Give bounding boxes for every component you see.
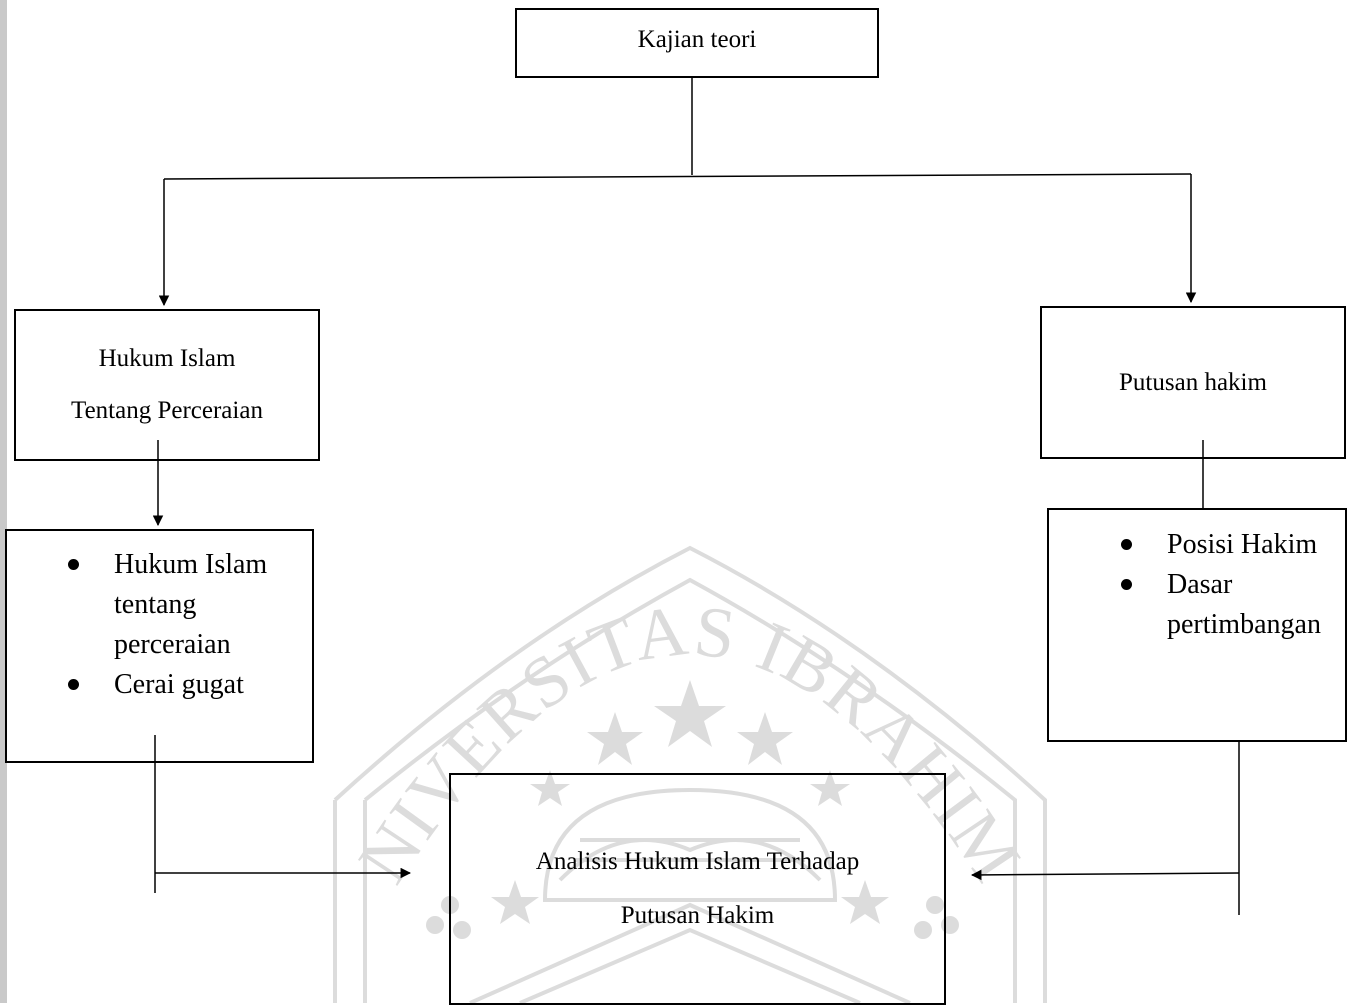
putusan-hakim-box: Putusan hakim [1040, 306, 1346, 459]
right-list-box: Posisi Hakim Dasar pertimbangan [1047, 508, 1347, 742]
putusan-hakim-label: Putusan hakim [1119, 368, 1267, 396]
hukum-islam-line2: Tentang Perceraian [71, 397, 263, 424]
left-list-item: Hukum Islam tentang perceraian [54, 545, 284, 665]
right-list-item: Dasar pertimbangan [1107, 565, 1342, 645]
connector-horizontal-top [163, 173, 1192, 180]
analisis-box: Analisis Hukum Islam Terhadap Putusan Ha… [449, 773, 946, 1005]
kajian-teori-box: Kajian teori [515, 8, 879, 78]
hukum-islam-line1: Hukum Islam [98, 345, 236, 372]
arrow-to-bottom-box-right [970, 869, 1240, 881]
hukum-islam-box: Hukum Islam Tentang Perceraian [14, 309, 320, 461]
left-list: Hukum Islam tentang perceraian Cerai gug… [7, 545, 284, 705]
kajian-teori-label: Kajian teori [637, 26, 757, 53]
analisis-line2: Putusan Hakim [620, 902, 775, 929]
analisis-line1: Analisis Hukum Islam Terhadap [535, 848, 860, 875]
right-list: Posisi Hakim Dasar pertimbangan [1049, 525, 1342, 645]
right-list-item: Posisi Hakim [1107, 525, 1342, 565]
page-edge [0, 0, 7, 1003]
left-list-box: Hukum Islam tentang perceraian Cerai gug… [5, 529, 314, 763]
left-list-item: Cerai gugat [54, 665, 284, 705]
